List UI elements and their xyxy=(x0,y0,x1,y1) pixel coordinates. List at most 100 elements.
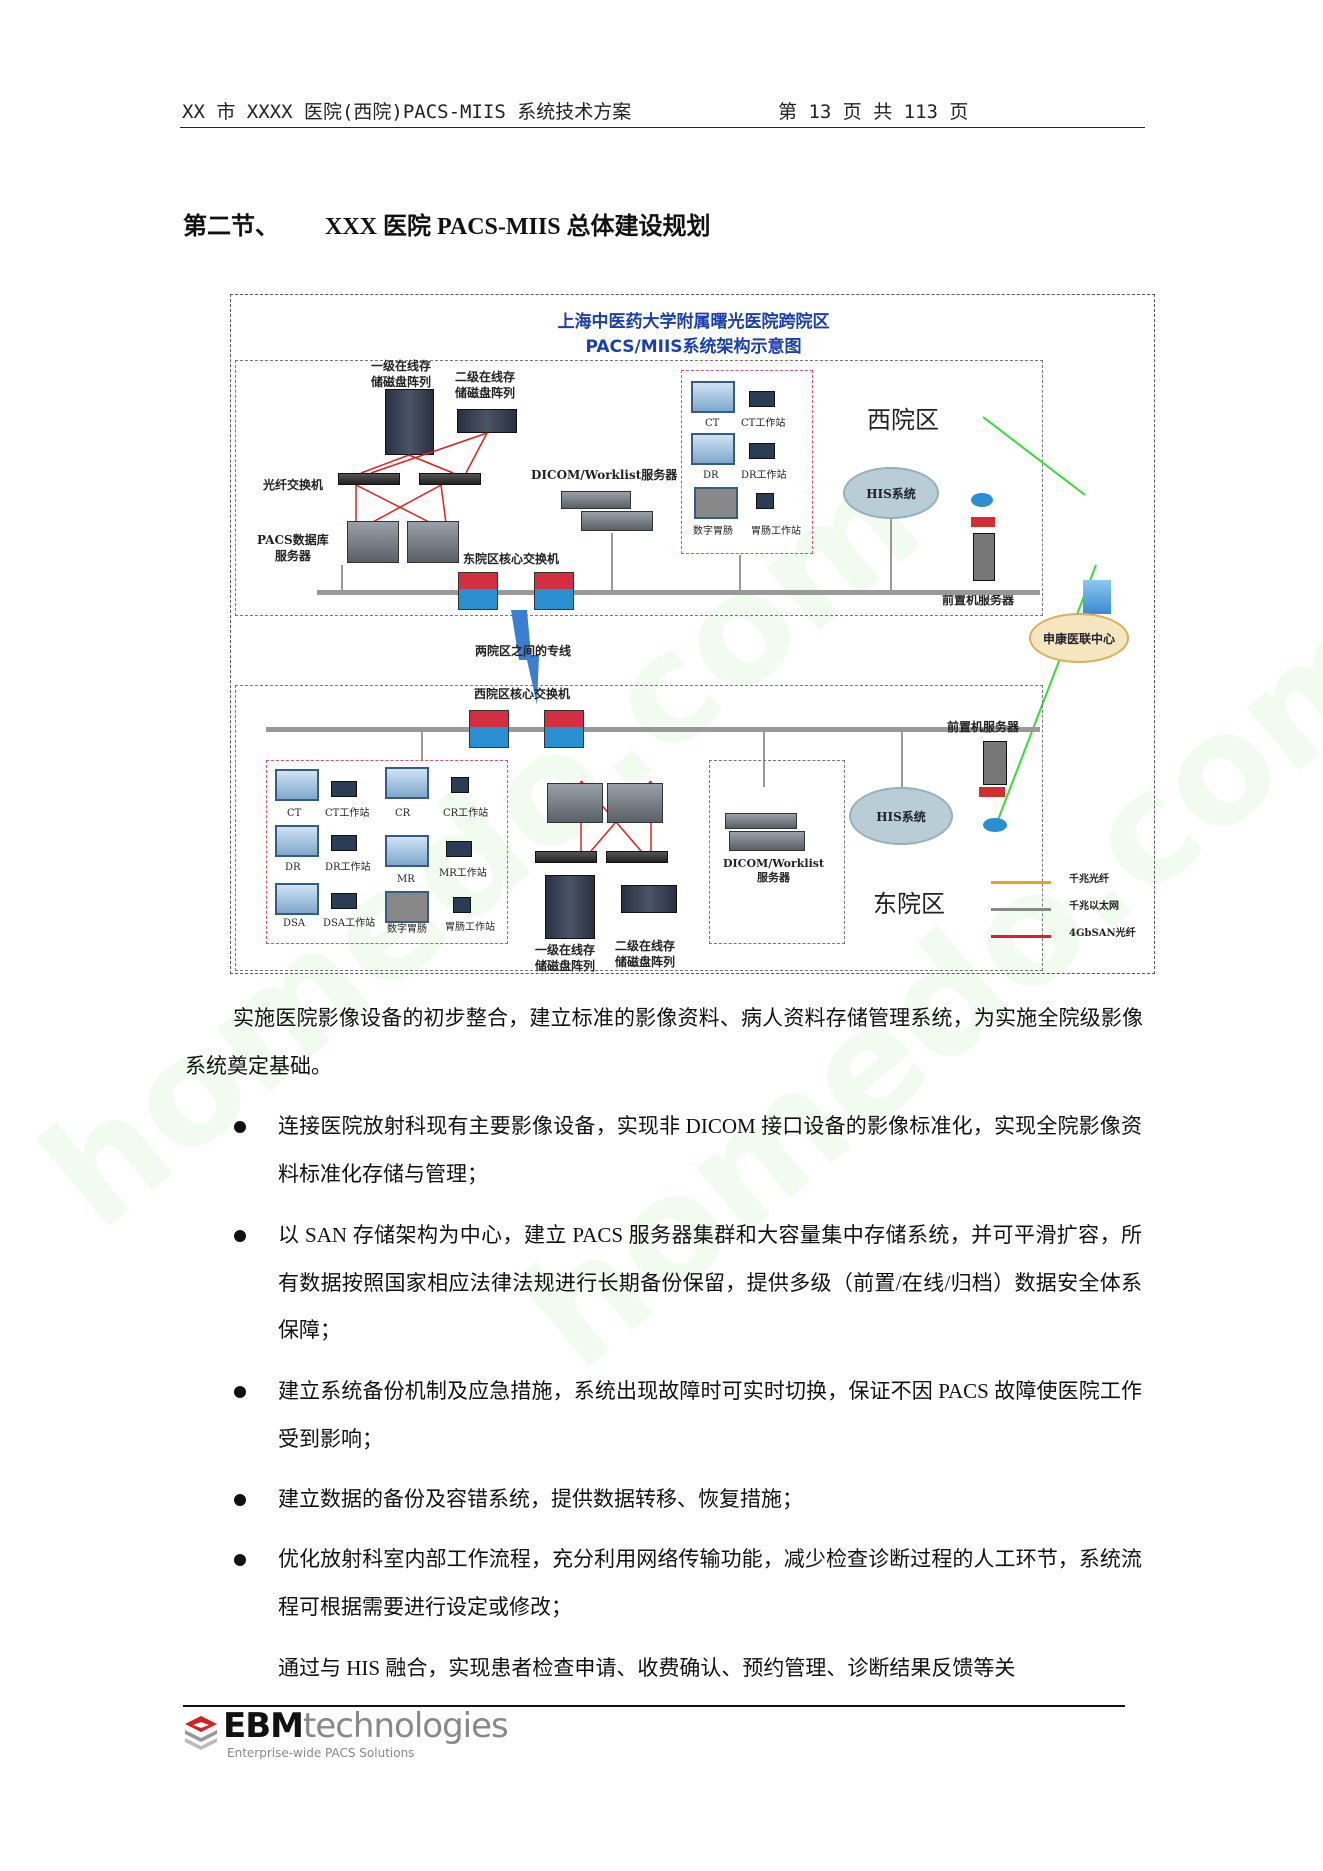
label: CR工作站 xyxy=(443,808,489,819)
server-icon xyxy=(973,533,995,581)
label: HIS系统 xyxy=(866,486,916,501)
server-icon xyxy=(561,491,631,509)
legend-line xyxy=(991,935,1051,938)
legend-label: 4GbSAN光纤 xyxy=(1069,928,1136,939)
workstation-icon xyxy=(331,893,357,909)
ct-icon xyxy=(691,381,735,413)
diagram-title-1: 上海中医药大学附属曙光医院跨院区 xyxy=(557,312,830,332)
router-icon xyxy=(971,493,993,507)
workstation-icon xyxy=(331,835,357,851)
label: PACS数据库 xyxy=(257,533,329,547)
bullet-item: 优化放射科室内部工作流程，充分利用网络传输功能，减少检查诊断过程的人工环节，系统… xyxy=(234,1536,1142,1631)
bullet-text: 建立系统备份机制及应急措施，系统出现故障时可实时切换，保证不因 PACS 故障使… xyxy=(278,1379,1142,1451)
logo-tagline: Enterprise-wide PACS Solutions xyxy=(227,1746,415,1760)
bullet-text: 连接医院放射科现有主要影像设备，实现非 DICOM 接口设备的影像标准化，实现全… xyxy=(278,1114,1142,1186)
bullet-text: 通过与 HIS 融合，实现患者检查申请、收费确认、预约管理、诊断结果反馈等关 xyxy=(278,1656,1016,1680)
legend-item: 千兆以太网 xyxy=(991,901,1151,916)
db-server-icon xyxy=(547,783,603,823)
bullet-icon xyxy=(234,1386,246,1398)
label: 储磁盘阵列 xyxy=(535,958,596,973)
workstation-icon xyxy=(756,493,774,509)
bullet-text: 以 SAN 存储架构为中心，建立 PACS 服务器集群和大容量集中存储系统，并可… xyxy=(278,1223,1142,1342)
front-server-label: 前置机服务器 xyxy=(942,593,1015,607)
storage-array-icon xyxy=(457,409,517,433)
gi-icon xyxy=(385,891,429,923)
db-server-icon xyxy=(347,521,399,563)
label: 二级在线存 xyxy=(615,939,676,953)
label: MR工作站 xyxy=(439,868,487,879)
gi-icon xyxy=(694,487,738,519)
label: DSA xyxy=(283,918,306,929)
server-icon xyxy=(725,813,797,829)
logo-light: technologies xyxy=(302,1706,509,1746)
core-switch-label: 西院区核心交换机 xyxy=(474,687,571,701)
workstation-icon xyxy=(446,841,472,857)
legend-item: 千兆光纤 xyxy=(991,874,1151,889)
east-dicom-group xyxy=(709,760,845,944)
workstation-icon xyxy=(331,781,357,797)
label: 二级在线存 xyxy=(455,370,516,384)
center-cloud: 申康医联中心 xyxy=(1029,613,1129,663)
label: CR xyxy=(395,808,411,819)
server-icon xyxy=(729,831,805,851)
label: MR xyxy=(397,874,415,885)
logo-icon xyxy=(185,1716,217,1750)
legend-line xyxy=(991,908,1051,911)
fiber-switch-icon xyxy=(338,473,400,485)
label: HIS系统 xyxy=(876,809,926,824)
front-server-label: 前置机服务器 xyxy=(947,720,1020,734)
cr-icon xyxy=(385,767,429,799)
fiber-switch-icon xyxy=(419,473,481,485)
bullet-icon xyxy=(234,1121,246,1133)
bullet-icon xyxy=(234,1230,246,1242)
core-switch-icon xyxy=(534,572,574,610)
label: DR xyxy=(285,862,301,873)
label: DSA工作站 xyxy=(323,918,376,929)
label: 一级在线存 xyxy=(371,359,432,373)
intro-paragraph: 实施医院影像设备的初步整合，建立标准的影像资料、病人资料存储管理系统，为实施全院… xyxy=(185,1006,1143,1078)
server-icon xyxy=(581,511,653,531)
workstation-icon xyxy=(749,391,775,407)
bullet-text: 优化放射科室内部工作流程，充分利用网络传输功能，减少检查诊断过程的人工环节，系统… xyxy=(278,1547,1142,1619)
footer-divider xyxy=(183,1705,1125,1707)
west-zone xyxy=(235,360,1043,616)
server-icon xyxy=(983,741,1007,785)
section-title: XXX 医院 PACS-MIIS 总体建设规划 xyxy=(325,214,711,240)
west-modality-group xyxy=(681,370,813,554)
section-heading: 第二节、XXX 医院 PACS-MIIS 总体建设规划 xyxy=(183,206,711,241)
label: 胃肠工作站 xyxy=(751,526,801,537)
label: 申康医联中心 xyxy=(1042,631,1115,646)
firewall-icon xyxy=(971,517,995,527)
legend-label: 千兆光纤 xyxy=(1069,874,1109,885)
header-page-info: 第 13 页 共 113 页 xyxy=(778,101,969,123)
label: 储磁盘阵列 xyxy=(455,385,516,400)
his-cloud: HIS系统 xyxy=(849,787,953,845)
storage-array-icon xyxy=(385,389,434,455)
header-divider xyxy=(180,127,1145,128)
legend-label: 千兆以太网 xyxy=(1069,901,1119,912)
bullet-item: 通过与 HIS 融合，实现患者检查申请、收费确认、预约管理、诊断结果反馈等关 xyxy=(278,1645,1142,1693)
diagram-title-2: PACS/MIIS系统架构示意图 xyxy=(585,337,802,357)
core-switch-icon xyxy=(544,710,584,748)
bullet-icon xyxy=(234,1494,246,1506)
label: DR工作站 xyxy=(325,862,371,873)
bullet-item: 连接医院放射科现有主要影像设备，实现非 DICOM 接口设备的影像标准化，实现全… xyxy=(234,1103,1142,1198)
db-server-icon xyxy=(607,783,663,823)
core-switch-label: 东院区核心交换机 xyxy=(463,552,560,566)
legend-line xyxy=(991,881,1051,884)
label: 服务器 xyxy=(757,871,791,885)
dicom-server-label: DICOM/Worklist服务器 xyxy=(531,468,678,482)
core-switch-icon xyxy=(458,572,498,610)
firewall-icon xyxy=(979,787,1005,797)
label: 储磁盘阵列 xyxy=(615,954,676,969)
label: DR xyxy=(703,470,719,481)
east-zone-label: 东院区 xyxy=(873,890,945,918)
label: CT工作站 xyxy=(325,808,370,819)
label: DR工作站 xyxy=(741,470,787,481)
storage-array-icon xyxy=(545,875,595,939)
router-icon xyxy=(983,818,1007,832)
workstation-icon xyxy=(451,777,469,793)
east-zone xyxy=(235,685,1043,971)
label: 数字胃肠 xyxy=(387,924,427,935)
dr-icon xyxy=(275,825,319,857)
